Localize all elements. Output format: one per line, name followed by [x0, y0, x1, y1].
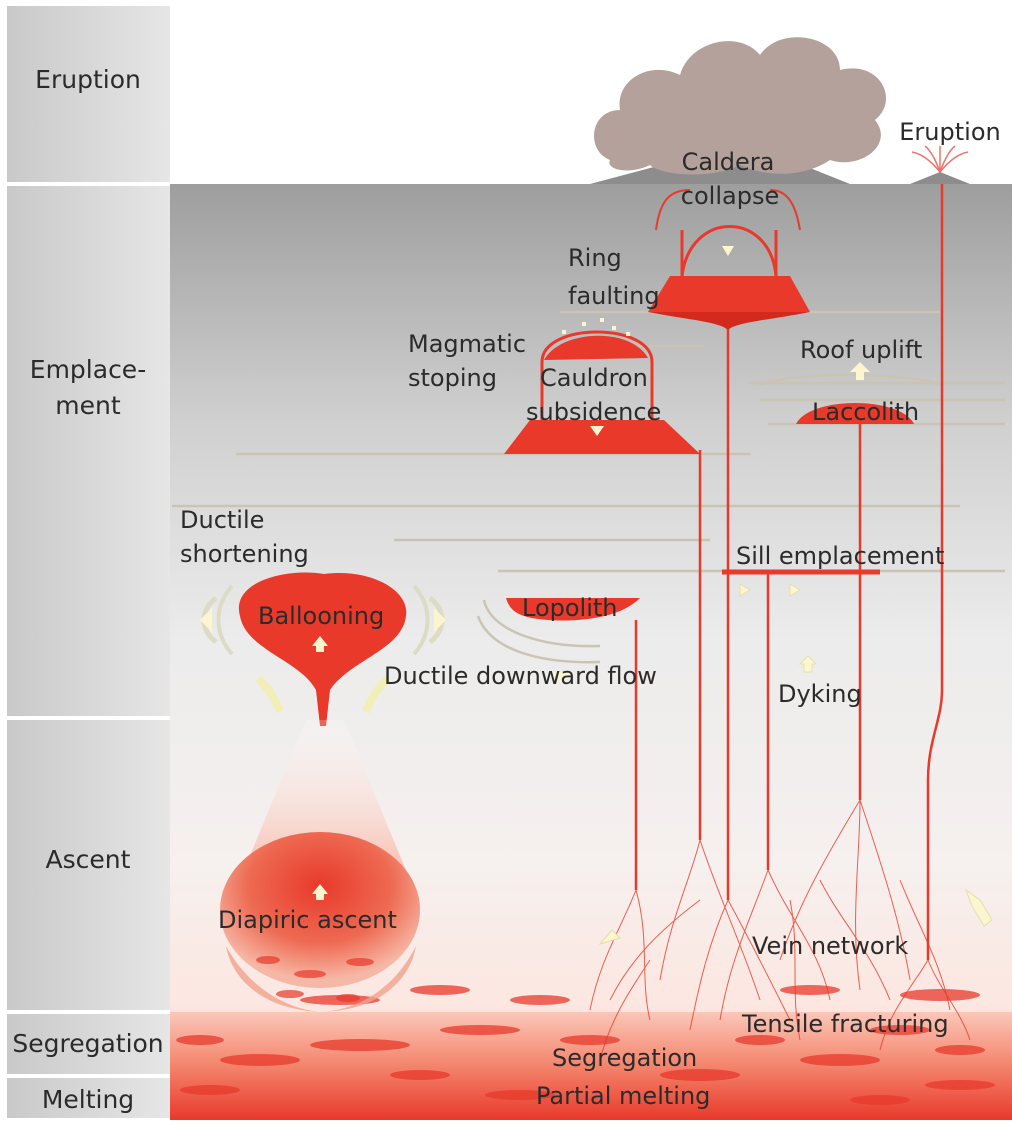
- label-diapiric-ascent: Diapiric ascent: [218, 906, 397, 934]
- label-caldera-line1: Caldera: [682, 148, 775, 176]
- label-ring-line2: faulting: [568, 282, 660, 310]
- label-laccolith: Laccolith: [812, 398, 919, 426]
- label-vein-network: Vein network: [752, 932, 908, 960]
- stage-ascent: Ascent: [46, 845, 131, 874]
- stage-melting: Melting: [42, 1085, 134, 1114]
- stage-emplacement-line1: Emplace-: [30, 355, 146, 384]
- label-ductile-downward-flow: Ductile downward flow: [384, 662, 657, 690]
- label-stoping-line1: Magmatic: [408, 330, 526, 358]
- stage-column: Eruption Emplace- ment Ascent Segregatio…: [7, 6, 170, 1118]
- label-ductile-shortening-line1: Ductile: [180, 506, 264, 534]
- label-ductile-shortening-line2: shortening: [180, 540, 309, 568]
- label-lopolith: Lopolith: [522, 594, 618, 622]
- label-caldera-line2: collapse: [681, 182, 779, 210]
- stage-segregation: Segregation: [12, 1029, 163, 1058]
- label-roof-uplift: Roof uplift: [800, 336, 922, 364]
- eruption-plume: [912, 146, 968, 172]
- label-cauldron-line2: subsidence: [526, 398, 661, 426]
- caldera-volcano: [590, 37, 970, 184]
- label-ballooning: Ballooning: [258, 602, 384, 630]
- label-sill-emplacement: Sill emplacement: [736, 542, 944, 570]
- stage-eruption: Eruption: [35, 65, 141, 94]
- label-ring-line1: Ring: [568, 244, 622, 272]
- label-dyking: Dyking: [778, 680, 862, 708]
- label-cauldron-line1: Cauldron: [540, 364, 648, 392]
- label-stoping-line2: stoping: [408, 364, 497, 392]
- label-eruption: Eruption: [899, 118, 1000, 146]
- label-partial-melting: Partial melting: [536, 1082, 710, 1110]
- label-segregation: Segregation: [552, 1044, 697, 1072]
- label-tensile-fracturing: Tensile fracturing: [741, 1010, 949, 1038]
- stage-emplacement-line2: ment: [55, 391, 121, 420]
